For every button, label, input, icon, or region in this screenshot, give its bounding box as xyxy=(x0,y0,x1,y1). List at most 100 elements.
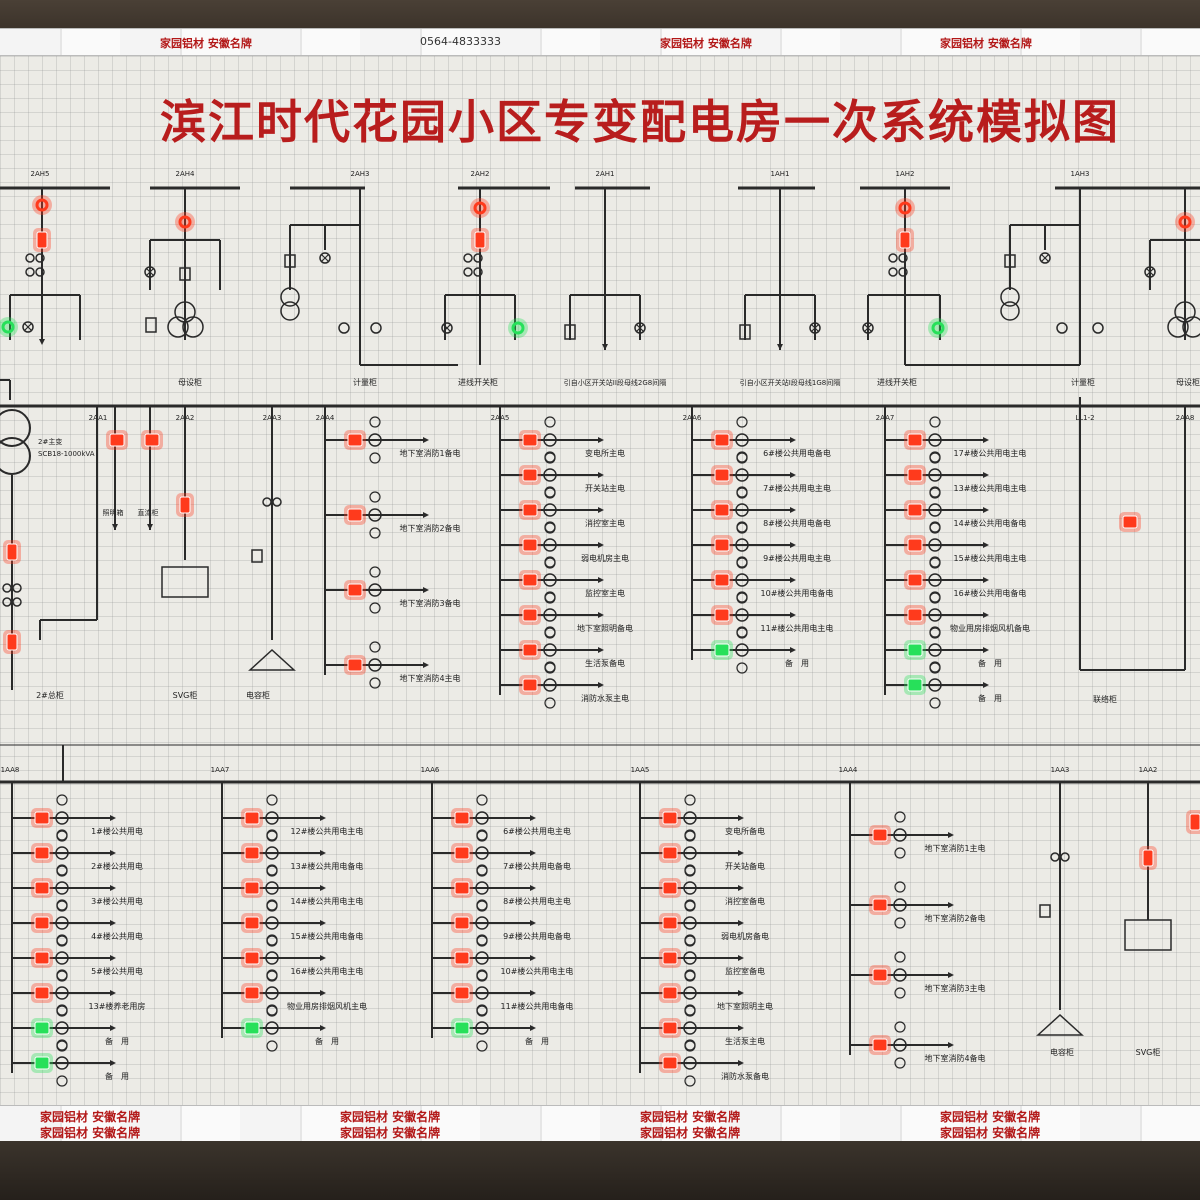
feeder-arrow-icon xyxy=(790,577,796,583)
meter-symbol xyxy=(684,829,696,841)
ct-symbol xyxy=(888,267,898,277)
ct-symbol xyxy=(928,678,942,692)
ct-symbol xyxy=(928,468,942,482)
ct-symbol xyxy=(25,267,35,277)
feeder-arrow-icon xyxy=(738,815,744,821)
ct-symbol xyxy=(928,643,942,657)
ct-symbol xyxy=(735,468,749,482)
pt-symbol xyxy=(1000,301,1020,321)
breaker-light-2AH2 xyxy=(473,201,487,215)
meter-symbol xyxy=(929,697,941,709)
feeder-arrow-icon xyxy=(598,437,604,443)
cabinet-label: 计量柜 xyxy=(353,377,377,387)
feeder-arrow-icon xyxy=(983,682,989,688)
ct-symbol xyxy=(338,322,350,334)
ct-symbol xyxy=(888,253,898,263)
lamp-symbol xyxy=(319,252,331,264)
bus-label-bot: 1AA2 xyxy=(1139,766,1158,774)
fuse-symbol xyxy=(1039,904,1051,918)
feeder-indicator-1AA8-5 xyxy=(34,986,50,1000)
meter-symbol xyxy=(544,697,556,709)
ct-symbol xyxy=(543,678,557,692)
feeder-arrow-icon xyxy=(598,612,604,618)
feeder-indicator-2AA7-7 xyxy=(907,678,923,692)
capacitor-bank-symbol xyxy=(1036,1013,1084,1036)
feeder-arrow-icon xyxy=(738,955,744,961)
feeder-label: 监控室备电 xyxy=(725,966,765,976)
feeder-arrow-icon xyxy=(423,512,429,518)
ct-symbol xyxy=(683,881,697,895)
feeder-arrow-icon xyxy=(110,920,116,926)
ct-symbol xyxy=(475,916,489,930)
feeder-label: 13#楼公共用电备电 xyxy=(291,861,364,871)
feeder-arrow-icon xyxy=(983,507,989,513)
feeder-arrow-icon xyxy=(110,815,116,821)
ct-symbol xyxy=(735,608,749,622)
meter-symbol xyxy=(369,416,381,428)
feeder-label: 地下室消防1备电 xyxy=(399,448,460,458)
feeder-label: 备 用 xyxy=(105,1071,129,1081)
feeder-indicator-1AA8-3 xyxy=(34,916,50,930)
feeder-indicator-2AA5-3 xyxy=(522,538,538,552)
fuse-symbol xyxy=(179,267,191,281)
arrester-symbol xyxy=(145,317,157,333)
ct-symbol xyxy=(683,846,697,860)
feeder-indicator-2AA5-7 xyxy=(522,678,538,692)
meter-symbol xyxy=(476,899,488,911)
feeder-label: 7#楼公共用电主电 xyxy=(763,483,831,493)
ct-symbol xyxy=(683,1021,697,1035)
cabinet-label: SVG柜 xyxy=(173,690,198,700)
meter-symbol xyxy=(476,829,488,841)
feeder-arrow-icon xyxy=(598,682,604,688)
brand-bottom-6: 家园铝材 安徽名牌 xyxy=(340,1126,441,1140)
ct-symbol xyxy=(1060,852,1070,862)
feeder-label: 5#楼公共用电 xyxy=(91,966,143,976)
feeder-indicator-2AA7-4 xyxy=(907,573,923,587)
feeder-label: 监控室主电 xyxy=(585,588,625,598)
lamp-symbol xyxy=(144,266,156,278)
ct-symbol xyxy=(265,881,279,895)
feeder-indicator-2AA5-2 xyxy=(522,503,538,517)
meter-symbol xyxy=(929,556,941,568)
feeder-label: 消控室主电 xyxy=(585,518,625,528)
feeder-label: 2#楼公共用电 xyxy=(91,861,143,871)
feeder-label: 10#楼公共用电备电 xyxy=(761,588,834,598)
ct-symbol xyxy=(463,253,473,263)
ct-symbol xyxy=(55,951,69,965)
meter-symbol xyxy=(369,452,381,464)
feeder-label: 6#楼公共用电主电 xyxy=(503,826,571,836)
feeder-indicator-1AA7-5 xyxy=(244,986,260,1000)
bus-label-top: 1AH3 xyxy=(1071,170,1090,178)
meter-symbol xyxy=(369,602,381,614)
meter-symbol xyxy=(544,556,556,568)
feeder-arrow-icon xyxy=(790,542,796,548)
feeder-indicator-1AA5-3 xyxy=(662,916,678,930)
meter-symbol xyxy=(266,794,278,806)
meter-symbol xyxy=(894,951,906,963)
feeder-indicator-2AA5-4 xyxy=(522,573,538,587)
breaker-light-2AH5-glow xyxy=(32,195,52,215)
ct-symbol xyxy=(928,503,942,517)
feeder-arrow-icon xyxy=(320,955,326,961)
ct-symbol xyxy=(735,643,749,657)
ct-symbol xyxy=(898,267,908,277)
ct-symbol xyxy=(928,433,942,447)
bus-label-bot: 1AA6 xyxy=(421,766,440,774)
feeder-arrow-icon xyxy=(983,612,989,618)
brand-phone: 0564-4833333 xyxy=(420,35,501,48)
lamp-cross xyxy=(864,324,872,332)
feeder-indicator-1AA7-1 xyxy=(244,846,260,860)
ct-symbol xyxy=(272,497,282,507)
meter-symbol xyxy=(544,521,556,533)
feeder-indicator-2AA7-5 xyxy=(907,608,923,622)
feeder-arrow-icon xyxy=(738,885,744,891)
feeder-indicator-2AA4-2 xyxy=(347,583,363,597)
meter-symbol xyxy=(894,811,906,823)
cabinet-label: 计量柜 xyxy=(1071,377,1095,387)
lamp-cross xyxy=(24,323,32,331)
feeder-arrow-icon xyxy=(948,832,954,838)
feeder-label: 11#楼公共用电主电 xyxy=(761,623,834,633)
breaker-light-2AH4 xyxy=(178,215,192,229)
ct-symbol xyxy=(473,253,483,263)
ct-symbol xyxy=(265,811,279,825)
